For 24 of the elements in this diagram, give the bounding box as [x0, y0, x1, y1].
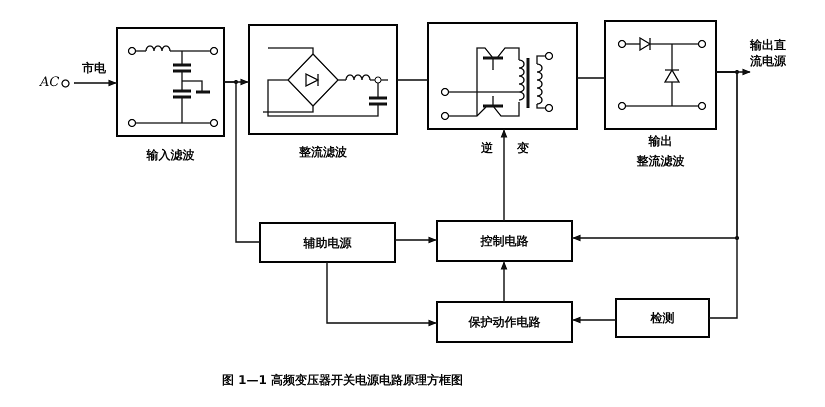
block-heading: 变 [516, 142, 530, 154]
caption: 图 1—1 高频变压器开关电源电路原理方框图 [222, 374, 464, 386]
connector-arrow [326, 263, 437, 326]
box-label: 保护动作电路 [468, 316, 540, 328]
box-label: 检测 [650, 312, 674, 324]
block-heading: 输出 [647, 135, 674, 147]
connector-arrow [500, 261, 508, 301]
output-label: 输出直流电源 [750, 38, 787, 70]
process-box [259, 222, 396, 263]
block-heading: 输入滤波 [145, 149, 196, 161]
process-box [615, 298, 710, 338]
block-heading: 逆 [480, 142, 494, 154]
block-heading: 整流滤波 [298, 146, 348, 158]
connector-arrow [74, 80, 117, 86]
process-box [436, 220, 573, 262]
edge-label: 市电 [82, 62, 106, 74]
block-heading: 整流滤波 [636, 155, 686, 167]
connector-arrow [572, 316, 615, 324]
terminal-label: AC [40, 74, 60, 92]
box-label: 控制电路 [480, 235, 528, 247]
connector-arrow [500, 129, 508, 220]
connector-arrow [396, 236, 437, 244]
box-label: 辅助电源 [304, 236, 352, 248]
process-box [436, 301, 573, 343]
